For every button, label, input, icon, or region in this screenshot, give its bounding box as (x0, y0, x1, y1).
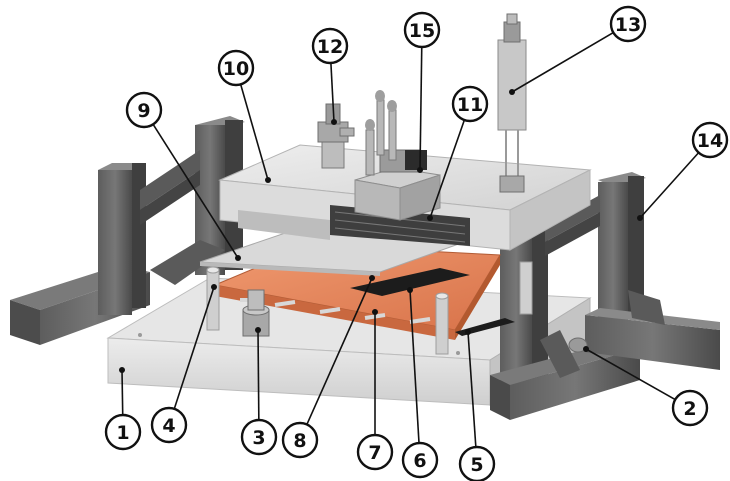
profile-frame-left (10, 116, 245, 345)
callout-7: 7 (356, 433, 394, 471)
leader-dot-2 (583, 346, 589, 352)
leader-dot-6 (407, 287, 413, 293)
leader-line-15 (419, 46, 423, 171)
callout-circle-5 (458, 445, 496, 481)
leader-line-2 (585, 348, 676, 401)
callout-6: 6 (401, 441, 439, 479)
callout-number-11: 11 (457, 94, 483, 116)
leader-line-5 (467, 331, 477, 448)
leader-line-12 (330, 62, 335, 123)
leader-dot-11 (427, 215, 433, 221)
callout-number-8: 8 (293, 430, 306, 452)
callout-circle-2 (671, 389, 709, 427)
callout-9: 9 (125, 91, 163, 129)
callout-circle-8 (281, 421, 319, 459)
leader-line-8 (306, 277, 373, 425)
leader-line-10 (239, 84, 269, 181)
callout-11: 11 (451, 85, 489, 123)
callout-number-9: 9 (137, 100, 150, 122)
callout-number-5: 5 (470, 454, 483, 476)
die-block (354, 90, 441, 221)
leader-dot-8 (369, 275, 375, 281)
leader-line-6 (409, 289, 420, 444)
leader-line-13 (511, 31, 614, 93)
callout-4: 4 (150, 406, 188, 444)
callout-14: 14 (691, 121, 729, 159)
callout-circle-9 (125, 91, 163, 129)
leader-dot-1 (119, 367, 125, 373)
copper-plate (213, 244, 515, 340)
callout-15: 15 (403, 11, 441, 49)
leader-dot-12 (331, 119, 337, 125)
callout-number-4: 4 (162, 415, 175, 437)
callout-number-3: 3 (252, 427, 265, 449)
callout-circle-7 (356, 433, 394, 471)
callout-10: 10 (217, 49, 255, 87)
leader-line-14 (639, 152, 700, 219)
leader-line-4 (173, 286, 215, 410)
callout-circle-15 (403, 11, 441, 49)
callout-circle-6 (401, 441, 439, 479)
callout-number-15: 15 (409, 20, 435, 42)
callout-3: 3 (240, 418, 278, 456)
callout-number-10: 10 (223, 58, 249, 80)
callout-number-14: 14 (697, 130, 723, 152)
callout-2: 2 (671, 389, 709, 427)
leader-line-9 (152, 123, 239, 259)
leader-dot-13 (509, 89, 515, 95)
callout-number-7: 7 (368, 442, 381, 464)
callout-5: 5 (458, 445, 496, 481)
callout-1: 1 (104, 413, 142, 451)
callout-circle-3 (240, 418, 278, 456)
callout-number-13: 13 (615, 14, 641, 36)
callout-circle-10 (217, 49, 255, 87)
leader-dot-15 (417, 167, 423, 173)
leader-dot-4 (211, 284, 217, 290)
leader-lines (119, 31, 700, 448)
leader-line-3 (257, 329, 260, 421)
callout-number-12: 12 (317, 36, 343, 58)
fitting-nut (242, 289, 270, 337)
leader-line-1 (121, 369, 124, 416)
leader-line-11 (429, 119, 466, 219)
leader-dot-5 (465, 329, 471, 335)
leader-dot-3 (255, 327, 261, 333)
profile-frame-right (490, 172, 720, 420)
leader-dot-7 (372, 309, 378, 315)
callout-circle-13 (609, 5, 647, 43)
callout-13: 13 (609, 5, 647, 43)
leader-dot-10 (265, 177, 271, 183)
callout-12: 12 (311, 27, 349, 65)
callout-number-6: 6 (413, 450, 426, 472)
callout-number-2: 2 (683, 398, 696, 420)
callout-circle-14 (691, 121, 729, 159)
callout-circle-1 (104, 413, 142, 451)
actuator (497, 13, 527, 193)
leader-dot-9 (235, 255, 241, 261)
callout-circle-12 (311, 27, 349, 65)
callout-circle-4 (150, 406, 188, 444)
callout-circle-11 (451, 85, 489, 123)
callout-number-1: 1 (116, 422, 129, 444)
leader-dot-14 (637, 215, 643, 221)
callout-8: 8 (281, 421, 319, 459)
